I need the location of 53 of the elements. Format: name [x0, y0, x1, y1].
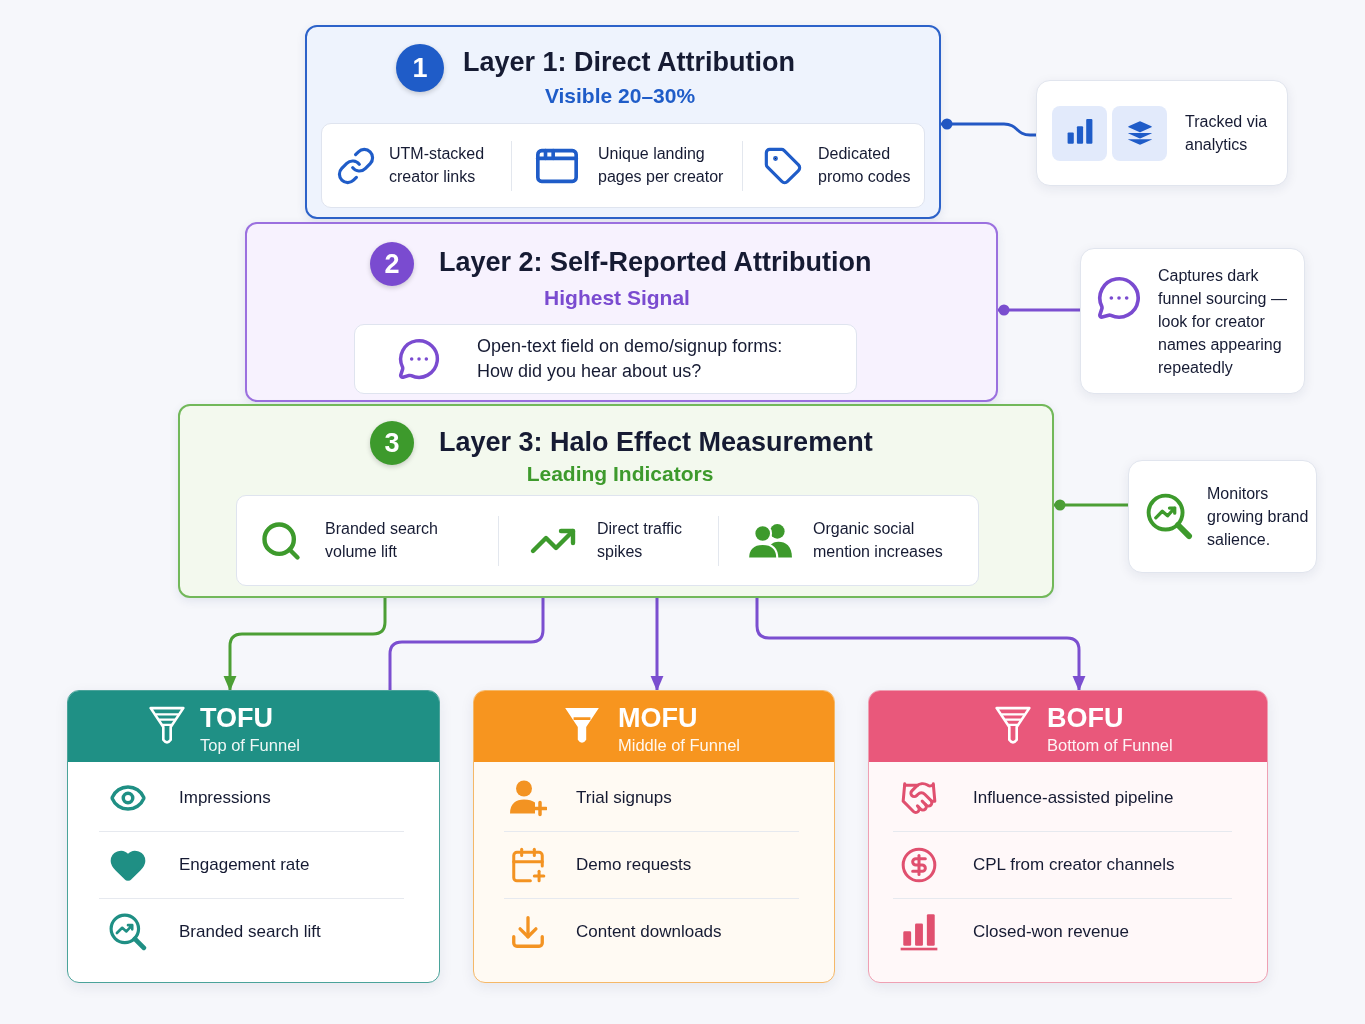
metric-text: Trial signups [576, 787, 672, 809]
connector-line [1052, 499, 1130, 511]
connector-line [996, 304, 1082, 316]
metric-text: Engagement rate [179, 854, 310, 876]
number-badge: 1 [396, 44, 444, 92]
layer-subtitle: Highest Signal [544, 286, 690, 310]
arrow [223, 596, 387, 692]
item-panel [236, 495, 979, 586]
metric-text: Impressions [179, 787, 271, 809]
metric-text: Branded search lift [179, 921, 321, 943]
layer-box [305, 25, 941, 219]
item-text: Branded search volume lift [325, 519, 439, 562]
connector-line [939, 118, 1038, 137]
number-badge: 3 [370, 421, 414, 465]
metric-text: Demo requests [576, 854, 692, 876]
note-text: Monitors growing brand salience. [1207, 484, 1310, 550]
card-subheading: Middle of Funnel [618, 735, 740, 755]
note-card [1080, 248, 1305, 394]
layer-subtitle: Visible 20–30% [544, 84, 696, 108]
funnel-card [868, 690, 1268, 983]
item-text: UTM-stacked creator links [389, 144, 486, 187]
layer-title: Layer 3: Halo Effect Measurement [439, 426, 873, 458]
number-badge: 2 [370, 242, 414, 286]
layer-box [178, 404, 1054, 598]
metric-text: CPL from creator channels [973, 854, 1175, 876]
item-text: Organic social mention increases [813, 519, 944, 562]
card-heading: TOFU [200, 703, 273, 733]
card-subheading: Top of Funnel [200, 735, 300, 755]
connector-line [388, 596, 545, 692]
card-subheading: Bottom of Funnel [1047, 735, 1173, 755]
note-text: Captures dark funnel sourcing — look for creator names appearing repeatedly [1158, 265, 1288, 378]
layer-subtitle: Leading Indicators [526, 462, 714, 486]
metric-text: Influence-assisted pipeline [973, 787, 1174, 809]
metric-text: Content downloads [576, 921, 722, 943]
note-card [1128, 460, 1317, 573]
item-text: Unique landing pages per creator [598, 144, 725, 187]
metric-text: Closed-won revenue [973, 921, 1129, 943]
card-heading: BOFU [1047, 703, 1124, 733]
note-text: Tracked via analytics [1185, 112, 1269, 155]
funnel-card [67, 690, 440, 983]
item-text: Direct traffic spikes [597, 519, 684, 562]
item-text: Dedicated promo codes [818, 144, 912, 187]
item-panel [354, 324, 857, 394]
arrow [650, 596, 664, 692]
item-text: Open-text field on demo/signup forms: How did you hear about us? [477, 334, 784, 383]
layer-box [245, 222, 998, 402]
note-card [1036, 80, 1288, 186]
layer-title: Layer 2: Self-Reported Attribution [439, 246, 872, 278]
item-panel [321, 123, 925, 208]
card-heading: MOFU [618, 703, 698, 733]
layer-title: Layer 1: Direct Attribution [463, 46, 796, 78]
funnel-card [473, 690, 835, 983]
arrow [755, 596, 1086, 692]
